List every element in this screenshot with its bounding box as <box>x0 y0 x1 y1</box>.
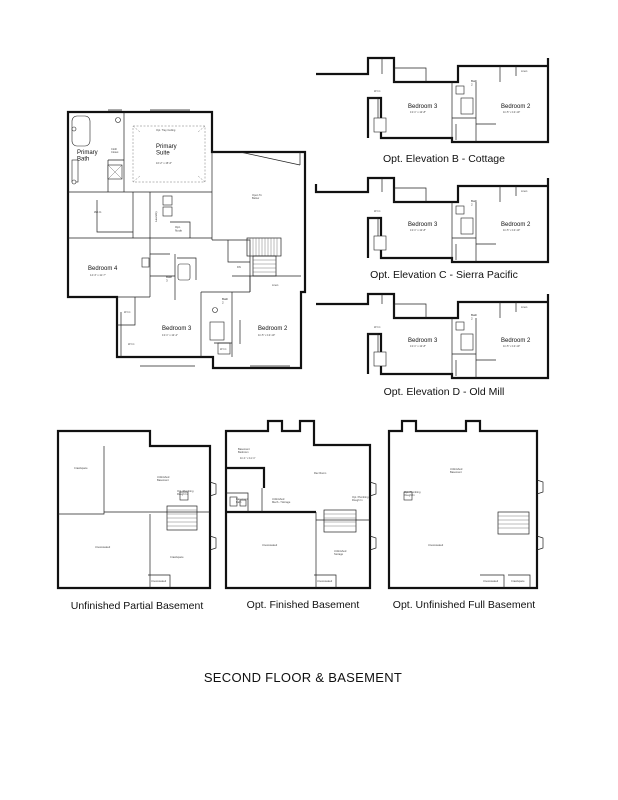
elevation-c-bedroom3-dim: 13'-1" x 12'-8" <box>410 228 426 232</box>
elevation-c-bedroom3: Bedroom 3 <box>408 222 438 228</box>
wic-b3-label: W.I.C. <box>128 342 135 346</box>
finished-unexcavated: Unexcavated <box>262 543 278 547</box>
wic-b4-label: W.I.C. <box>124 310 131 314</box>
bedroom3-label: Bedroom 3 <box>162 326 192 332</box>
caption-partial-basement: Unfinished Partial Basement <box>70 600 204 612</box>
bedroom4-dim: 14'-4" x 11'-7" <box>90 273 106 277</box>
elevation-d-linen: Linen <box>521 305 528 309</box>
wic-primary-label: W.I.C. <box>94 210 102 214</box>
full-crawlspace-small: Crawlspace <box>511 579 525 583</box>
bedroom4-label: Bedroom 4 <box>88 266 118 272</box>
primary-suite-dim: 16'-2" x 15'-6" <box>156 161 172 165</box>
tray-ceiling-label: Opt. Tray Ceiling <box>156 128 176 132</box>
elevation-b-linen: Linen <box>521 69 528 73</box>
elevation-d-bedroom2-dim: 11'-5" x 13'-10" <box>503 344 520 348</box>
laundry-label: Laundry <box>154 211 158 222</box>
elevation-c-bedroom2-dim: 11'-5" x 13'-10" <box>503 228 520 232</box>
bedroom2-dim: 11'-5" x 13'-10" <box>258 333 275 337</box>
elevation-b-bedroom3: Bedroom 3 <box>408 104 438 110</box>
partial-crawlspace-bottom: Crawlspace <box>170 555 184 559</box>
main-staircase <box>246 237 282 277</box>
partial-under-stair: Unexcavated <box>151 579 167 583</box>
full-under-stair: Unexcavated <box>483 579 499 583</box>
elevation-c-wic: W.I.C. <box>374 209 381 213</box>
elevation-c-bedroom2: Bedroom 2 <box>501 222 531 228</box>
elevation-d-bedroom3: Bedroom 3 <box>408 338 438 344</box>
caption-finished-basement: Opt. Finished Basement <box>246 599 360 611</box>
elevation-d-bedroom3-dim: 13'-1" x 12'-8" <box>410 344 426 348</box>
linen-label: Linen <box>272 283 279 287</box>
caption-elevation-d: Opt. Elevation D - Old Mill <box>383 386 505 398</box>
page-title: SECOND FLOOR & BASEMENT <box>203 670 403 685</box>
partial-unexcavated: Unexcavated <box>95 545 111 549</box>
second-floor-plan <box>66 109 307 370</box>
full-unexcavated: Unexcavated <box>428 543 444 547</box>
elevation-c-linen: Linen <box>521 189 528 193</box>
opt-nook-label: Opt.Nook <box>175 225 183 232</box>
finished-basement-bedroom-dim: 11'-1" x 11'-1" <box>240 456 256 460</box>
wic-b2-label: W.I.C. <box>220 347 227 351</box>
elevation-d-bedroom2: Bedroom 2 <box>501 338 531 344</box>
bedroom2-label: Bedroom 2 <box>258 326 288 332</box>
partial-crawlspace-top: Crawlspace <box>74 466 88 470</box>
elevation-b-wic: W.I.C. <box>374 89 381 93</box>
elevation-b-bedroom2-dim: 11'-5" x 13'-10" <box>503 110 520 114</box>
elevation-b-bedroom3-dim: 13'-1" x 12'-8" <box>410 110 426 114</box>
finished-rec-room: Rec Room <box>314 471 326 475</box>
finished-under-stair: Unexcavated <box>317 579 333 583</box>
dn-label: DN <box>237 265 241 269</box>
caption-elevation-c: Opt. Elevation C - Sierra Pacific <box>370 269 518 281</box>
elevation-d-wic: W.I.C. <box>374 325 381 329</box>
bedroom3-dim: 13'-1" x 12'-2" <box>162 333 178 337</box>
caption-full-basement: Opt. Unfinished Full Basement <box>392 599 536 611</box>
elevation-b-bedroom2: Bedroom 2 <box>501 104 531 110</box>
caption-elevation-b: Opt. Elevation B - Cottage <box>383 153 505 165</box>
